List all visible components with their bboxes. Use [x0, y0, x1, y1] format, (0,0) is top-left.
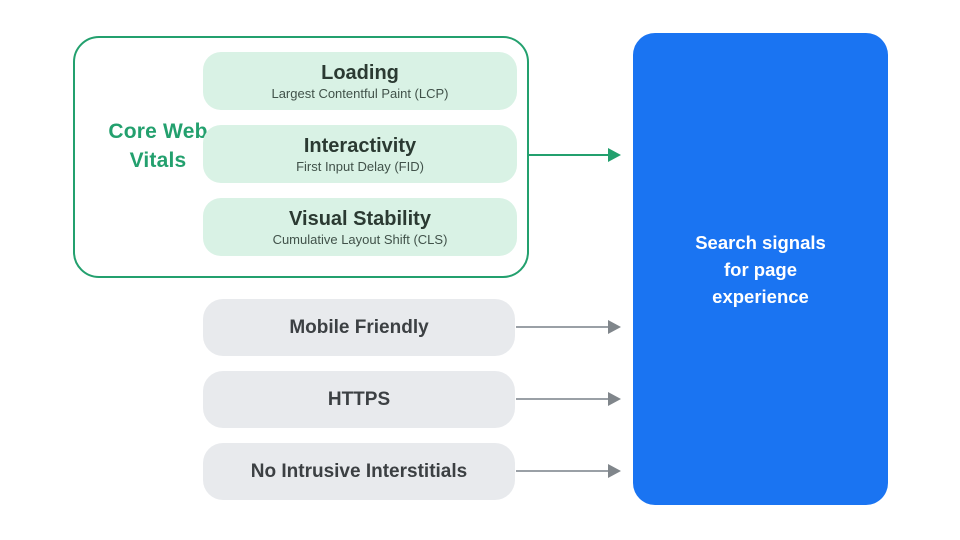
vital-subtitle-lcp: Largest Contentful Paint (LCP) [271, 85, 449, 101]
arrow-shaft [516, 326, 610, 328]
vital-pill-visual-stability: Visual Stability Cumulative Layout Shift… [203, 198, 517, 256]
search-signals-result-label: Search signals for page experience [695, 231, 826, 307]
arrow-right-icon [608, 320, 621, 334]
vital-subtitle-cls: Cumulative Layout Shift (CLS) [272, 231, 448, 247]
arrow-mobile-friendly-to-result [516, 320, 621, 334]
signal-label-mobile-friendly: Mobile Friendly [289, 316, 429, 338]
vital-subtitle-fid: First Input Delay (FID) [296, 158, 424, 174]
signal-pill-no-intrusive-interstitials: No Intrusive Interstitials [203, 443, 515, 500]
vital-title-interactivity: Interactivity [303, 134, 417, 157]
vital-title-loading: Loading [321, 61, 399, 84]
arrow-shaft [516, 470, 610, 472]
vital-title-visual-stability: Visual Stability [289, 207, 431, 230]
arrow-shaft [516, 398, 610, 400]
signal-label-https: HTTPS [327, 388, 391, 410]
core-web-vitals-label: Core Web Vitals [108, 120, 208, 172]
arrow-no-intrusive-interstitials-to-result [516, 464, 621, 478]
arrow-right-icon [608, 392, 621, 406]
arrow-right-icon [608, 464, 621, 478]
arrow-shaft [529, 153, 610, 157]
signal-pill-mobile-friendly: Mobile Friendly [203, 299, 515, 356]
signal-label-no-intrusive-interstitials: No Intrusive Interstitials [250, 460, 468, 482]
vital-pill-loading: Loading Largest Contentful Paint (LCP) [203, 52, 517, 110]
arrow-https-to-result [516, 392, 621, 406]
search-signals-result-box: Search signals for page experience [633, 33, 888, 505]
arrow-core-web-vitals-to-result [529, 148, 621, 162]
signal-pill-https: HTTPS [203, 371, 515, 428]
arrow-right-icon [608, 148, 621, 162]
vital-pill-interactivity: Interactivity First Input Delay (FID) [203, 125, 517, 183]
